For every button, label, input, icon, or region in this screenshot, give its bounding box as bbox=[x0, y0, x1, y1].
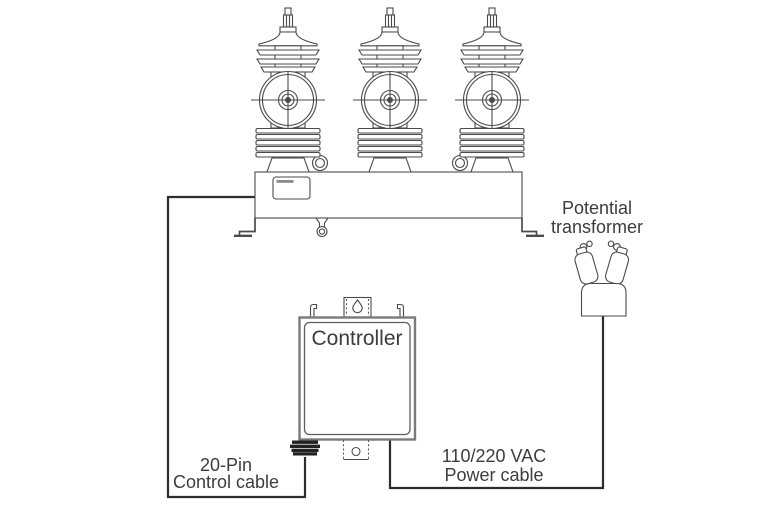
bushing-icon bbox=[454, 7, 530, 173]
potential-transformer-icon bbox=[574, 240, 630, 317]
control-cable-label: 20-Pin Control cable bbox=[146, 455, 306, 492]
left-hook-icon bbox=[309, 303, 318, 317]
controller-box-drawing bbox=[290, 296, 417, 461]
control-cable-label-line2: Control cable bbox=[172, 472, 280, 492]
controller-label: Controller bbox=[300, 328, 414, 350]
keyhole-icon bbox=[352, 298, 363, 314]
power-cable-label: 110/220 VAC Power cable bbox=[414, 447, 574, 485]
controller-label-text: Controller bbox=[311, 327, 403, 350]
control-cable-label-line1: 20-Pin bbox=[199, 455, 253, 475]
control-cable-line bbox=[166, 195, 307, 499]
potential-transformer-label: Potential transformer bbox=[517, 199, 677, 237]
power-cable-label-line1: 110/220 VAC bbox=[441, 446, 547, 466]
potential-transformer-label-line1: Potential bbox=[561, 198, 633, 218]
hanger-bracket bbox=[343, 296, 372, 318]
pt-bushing-left bbox=[574, 246, 599, 285]
cable-connector-icon bbox=[290, 440, 320, 456]
controller-inner-panel bbox=[303, 321, 411, 436]
nameplate bbox=[272, 176, 311, 200]
power-cable-label-line2: Power cable bbox=[444, 465, 544, 485]
potential-transformer-label-line2: transformer bbox=[550, 217, 644, 237]
mounting-feet bbox=[234, 218, 544, 238]
bottom-bracket bbox=[342, 440, 370, 461]
lifting-eye-icon bbox=[451, 154, 469, 172]
recloser-drawing bbox=[234, 7, 544, 238]
controller-outer-panel bbox=[298, 316, 417, 441]
right-hook-icon bbox=[396, 303, 405, 317]
bushing-icon bbox=[352, 7, 428, 173]
hook-icon bbox=[315, 217, 329, 238]
pt-body bbox=[580, 282, 627, 317]
bushing-icon bbox=[250, 7, 326, 173]
pt-bushing-right bbox=[604, 246, 630, 285]
power-cable-line bbox=[388, 316, 605, 490]
lifting-eye-icon bbox=[311, 154, 329, 172]
